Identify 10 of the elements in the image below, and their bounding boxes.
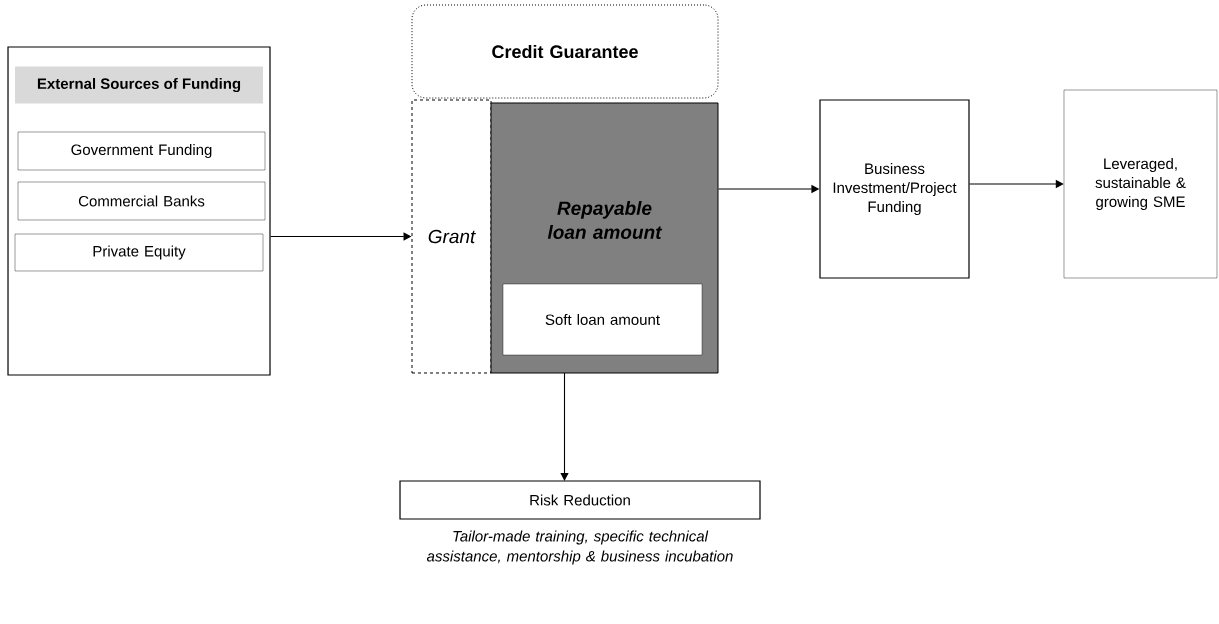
outcome-box: Leveraged, sustainable & growing SME — [1063, 89, 1218, 279]
caption-text: Tailor-made training, specific technical assistance, mentorship & business incubation — [426, 530, 733, 565]
arrow — [560, 372, 569, 481]
soft-loan-box: Soft loan amount — [502, 283, 703, 356]
process-box: Risk Reduction — [399, 480, 761, 520]
source-box: Commercial Banks — [17, 181, 266, 221]
source-box: Government Funding — [17, 131, 266, 171]
process-box: Business Investment/Project Funding — [819, 99, 970, 279]
source-box: Private Equity — [14, 233, 264, 272]
guarantee-box: Credit Guarantee — [411, 4, 719, 99]
